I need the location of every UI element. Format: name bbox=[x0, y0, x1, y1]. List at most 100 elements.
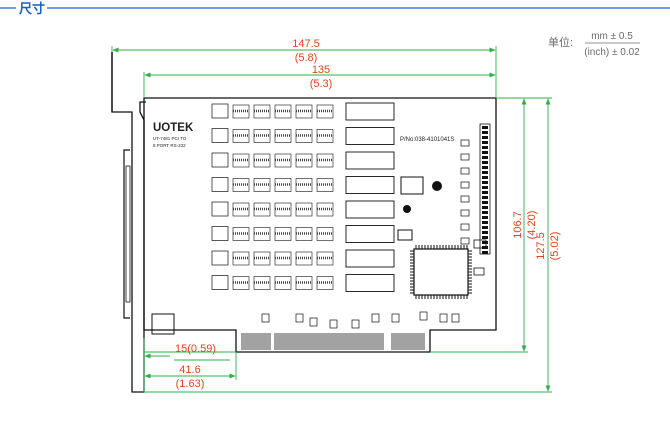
port-row bbox=[211, 200, 395, 219]
port-header bbox=[211, 250, 229, 266]
port-transceiver bbox=[345, 102, 395, 121]
dimension-15: 15(0.59) bbox=[143, 338, 236, 392]
capacitor-2 bbox=[403, 205, 411, 213]
smd-part bbox=[439, 313, 448, 323]
smd-part bbox=[451, 313, 460, 323]
jumper bbox=[460, 139, 470, 147]
port-transceiver bbox=[345, 176, 395, 194]
port-transceiver bbox=[345, 225, 395, 243]
header-pin bbox=[482, 141, 488, 144]
port-header bbox=[211, 152, 229, 168]
header-pin bbox=[482, 251, 488, 254]
port-row bbox=[211, 102, 395, 121]
part-number: P/No:038-4101041S bbox=[400, 137, 454, 143]
jumper bbox=[460, 195, 470, 203]
port-row bbox=[211, 151, 395, 170]
port-transceiver bbox=[345, 249, 395, 268]
jumper bbox=[460, 237, 470, 245]
header-pin bbox=[482, 136, 488, 139]
header-pin bbox=[482, 191, 488, 194]
overall-width-mm: 147.5 bbox=[292, 38, 320, 50]
jumper bbox=[460, 153, 470, 161]
smd-part bbox=[351, 319, 360, 329]
units-label: 单位: bbox=[548, 35, 573, 49]
dimension-106-7: 106.7 (4.20) bbox=[430, 97, 538, 353]
port-row bbox=[211, 274, 395, 292]
pci-card: UOTEK UT-7481 PCI TO 8 PORT RS-232 P/No:… bbox=[111, 52, 497, 393]
header-pin bbox=[482, 246, 488, 249]
smd-part bbox=[419, 311, 428, 321]
board-height-mm: 106.7 bbox=[512, 211, 524, 239]
header-pin bbox=[482, 201, 488, 204]
serial-port-rows bbox=[211, 102, 395, 292]
oscillator bbox=[400, 176, 424, 195]
connector-offset-mm: 41.6 bbox=[179, 364, 200, 376]
board-width-mm: 135 bbox=[312, 64, 330, 76]
header-pin bbox=[482, 226, 488, 229]
port-header bbox=[211, 226, 229, 241]
section-title: 尺寸 bbox=[19, 1, 45, 16]
smd-part bbox=[295, 313, 304, 323]
port-header bbox=[211, 103, 229, 119]
port-transceiver bbox=[345, 200, 395, 219]
dimension-147-5: 147.5 (5.8) bbox=[111, 38, 497, 98]
header-pin bbox=[482, 126, 488, 129]
model-line-1: UT-7481 PCI TO bbox=[153, 136, 187, 141]
header-pin bbox=[482, 196, 488, 199]
jumper bbox=[460, 209, 470, 217]
model-line-2: 8 PORT RS-232 bbox=[153, 143, 186, 148]
main-chip bbox=[413, 248, 469, 296]
port-transceiver bbox=[345, 151, 395, 170]
overall-height-inch: (5.02) bbox=[549, 232, 561, 261]
port-header bbox=[211, 128, 229, 143]
smd-part bbox=[261, 313, 270, 323]
units-legend: 单位: mm ± 0.5 (inch) ± 0.02 bbox=[548, 31, 640, 58]
header-pin bbox=[482, 151, 488, 154]
mounting-bracket bbox=[111, 52, 146, 393]
header-pin bbox=[482, 216, 488, 219]
dimension-127-5: 127.5 (5.02) bbox=[144, 97, 561, 393]
header-small bbox=[473, 239, 487, 249]
regulator bbox=[397, 229, 413, 241]
header-pin bbox=[482, 211, 488, 214]
capacitor-1 bbox=[432, 181, 442, 191]
header-pin bbox=[482, 221, 488, 224]
header-pin bbox=[482, 236, 488, 239]
header-small bbox=[473, 267, 485, 276]
port-transceiver bbox=[345, 274, 395, 292]
dimension-41-6: 41.6 (1.63) bbox=[144, 352, 237, 390]
units-imperial: (inch) ± 0.02 bbox=[584, 47, 640, 58]
header-pin bbox=[482, 156, 488, 159]
header-pin bbox=[482, 171, 488, 174]
board-height-inch: (4.20) bbox=[526, 211, 538, 240]
pin-headers bbox=[460, 123, 491, 255]
jumper bbox=[460, 223, 470, 231]
header-pin bbox=[482, 146, 488, 149]
chip-pins bbox=[410, 245, 472, 299]
bracket-tab bbox=[151, 313, 175, 335]
header-pin bbox=[482, 131, 488, 134]
header-pin bbox=[482, 181, 488, 184]
bottom-components bbox=[261, 239, 487, 329]
port-transceiver bbox=[345, 127, 395, 145]
port-header bbox=[211, 275, 229, 290]
overall-width-inch: (5.8) bbox=[295, 52, 318, 64]
db-connector bbox=[123, 149, 130, 319]
header-pin bbox=[482, 176, 488, 179]
port-row bbox=[211, 249, 395, 268]
port-row bbox=[211, 225, 395, 243]
header-pin bbox=[482, 166, 488, 169]
header-pin bbox=[482, 231, 488, 234]
connector-offset-inch: (1.63) bbox=[176, 378, 205, 390]
header-pin bbox=[482, 161, 488, 164]
port-row bbox=[211, 176, 395, 194]
smd-part bbox=[391, 313, 400, 323]
smd-part bbox=[371, 313, 380, 323]
port-header bbox=[211, 201, 229, 217]
units-metric: mm ± 0.5 bbox=[591, 31, 633, 42]
board-width-inch: (5.3) bbox=[310, 78, 333, 90]
brand-logo: UOTEK bbox=[153, 122, 194, 134]
header-pin bbox=[482, 206, 488, 209]
